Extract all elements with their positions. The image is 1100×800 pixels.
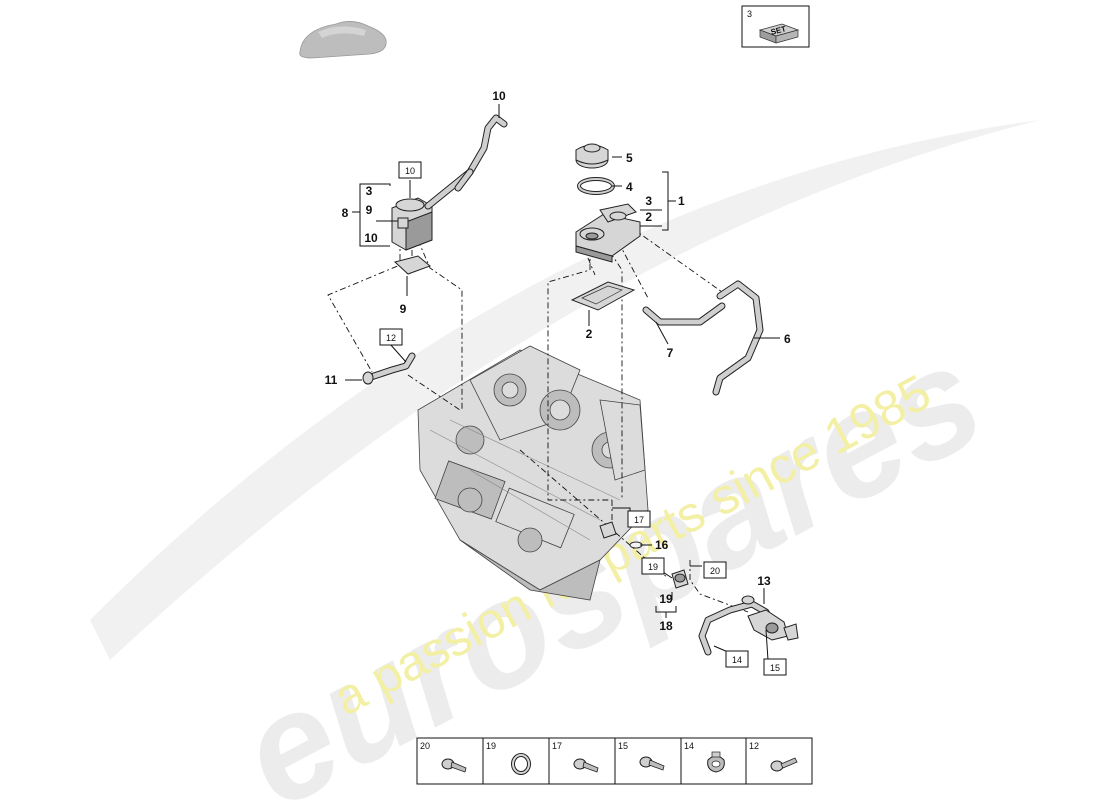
set-badge-number: 3	[747, 9, 752, 19]
assembly-lines	[327, 227, 749, 613]
hardware-label: 12	[749, 741, 759, 751]
breather-pipe-10	[424, 114, 508, 210]
set-badge-text: SET	[770, 24, 787, 37]
seal-ring-4	[577, 177, 615, 195]
callout-4: 4	[626, 180, 633, 194]
hose-11	[362, 352, 416, 385]
callouts: 10 5 4 3 2 1 3 9 10 8 9 2 7 6 11 16 13 1…	[325, 89, 791, 633]
callout-2-right: 2	[645, 210, 652, 224]
boxed-ref-14: 14	[732, 655, 742, 665]
bolt-icon	[573, 758, 599, 773]
boxed-ref-12: 12	[386, 333, 396, 343]
oil-separator-left	[391, 197, 433, 275]
callout-1: 1	[678, 194, 685, 208]
hardware-cell-12: 12	[749, 741, 798, 772]
callout-11: 11	[325, 373, 338, 387]
callout-19: 19	[659, 592, 673, 606]
hardware-label: 19	[486, 741, 496, 751]
leader-lines	[345, 104, 780, 661]
callout-6: 6	[784, 332, 791, 346]
engine-block	[417, 345, 649, 601]
callout-9-bottom: 9	[400, 302, 407, 316]
oil-separator-right	[575, 203, 641, 263]
hose-clamp-icon	[707, 751, 725, 773]
callout-3-right: 3	[645, 194, 652, 208]
boxed-ref-20: 20	[710, 566, 720, 576]
boxed-refs: 10 12 17 19 20 14 15	[379, 161, 787, 676]
bolt-icon	[770, 757, 798, 772]
coolant-pipe-13	[698, 595, 799, 656]
car-model-icon	[299, 21, 387, 59]
bracket-17	[599, 521, 617, 539]
hardware-label: 20	[420, 741, 430, 751]
boxed-ref-17: 17	[634, 515, 644, 525]
hose-7	[642, 302, 726, 326]
bolt-icon	[639, 756, 665, 771]
callout-9-left: 9	[366, 203, 373, 217]
hardware-cell-20: 20	[420, 741, 467, 773]
hardware-label: 15	[618, 741, 628, 751]
callout-2-bottom: 2	[586, 327, 593, 341]
seal-ring-icon	[511, 753, 531, 775]
boxed-ref-15: 15	[770, 663, 780, 673]
callout-10-left: 10	[364, 231, 378, 245]
connector-19	[671, 569, 689, 589]
callout-18: 18	[659, 619, 673, 633]
callout-3-left: 3	[366, 184, 373, 198]
hardware-cell-14: 14	[684, 741, 725, 773]
bolt-icon	[441, 758, 467, 773]
callout-16: 16	[655, 538, 669, 552]
hardware-cell-19: 19	[486, 741, 531, 775]
gasket-2	[570, 281, 636, 311]
callout-8: 8	[342, 206, 349, 220]
hardware-label: 14	[684, 741, 694, 751]
oil-filler-cap	[575, 143, 609, 169]
hardware-cell-15: 15	[618, 741, 665, 771]
callout-7: 7	[667, 346, 674, 360]
callout-10-top: 10	[492, 89, 506, 103]
callout-5: 5	[626, 151, 633, 165]
boxed-ref-19: 19	[648, 562, 658, 572]
hardware-label: 17	[552, 741, 562, 751]
hardware-table: 20 19 17 15	[416, 737, 813, 785]
set-box-icon	[758, 23, 800, 44]
hardware-cell-17: 17	[552, 741, 599, 773]
callout-13: 13	[757, 574, 771, 588]
boxed-ref-10: 10	[405, 166, 415, 176]
set-badge: 3 SET	[741, 5, 810, 48]
hose-6	[712, 280, 764, 396]
